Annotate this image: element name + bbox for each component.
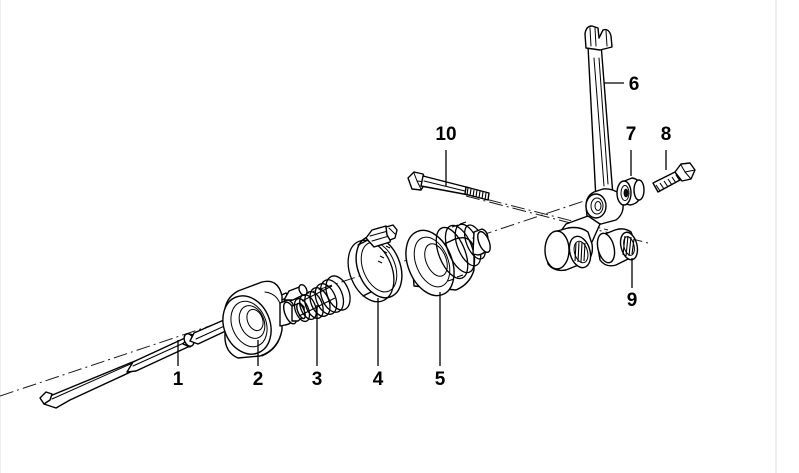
part-4-hose-clamp[interactable]	[340, 224, 411, 366]
part-label-1: 1	[173, 369, 184, 390]
part-label-9: 9	[627, 290, 638, 311]
part-label-7: 7	[626, 124, 637, 145]
part-10-hex-bolt-long[interactable]	[407, 150, 490, 201]
part-3-coil-spring[interactable]	[291, 272, 354, 366]
part-label-8: 8	[661, 124, 672, 145]
part-label-6: 6	[629, 74, 640, 95]
part-7-flanged-nut[interactable]	[616, 150, 645, 206]
part-label-2: 2	[253, 369, 264, 390]
page-frame	[0, 0, 777, 473]
part-number-labels: 1 2 3 4 5 6 7 8 9 10	[173, 74, 672, 390]
part-6-selector-lever-arm[interactable]	[544, 25, 624, 272]
part-label-10: 10	[435, 124, 456, 145]
part-8-hex-bolt-short[interactable]	[652, 150, 696, 193]
part-label-4: 4	[373, 369, 384, 390]
part-label-3: 3	[312, 369, 323, 390]
part-9-needle-bearing-bush[interactable]	[595, 228, 641, 288]
centerlines-group	[0, 181, 649, 397]
part-label-5: 5	[435, 369, 446, 390]
part-2-threaded-sleeve-nut[interactable]	[214, 280, 307, 366]
part-5-rubber-boot[interactable]	[397, 221, 493, 366]
